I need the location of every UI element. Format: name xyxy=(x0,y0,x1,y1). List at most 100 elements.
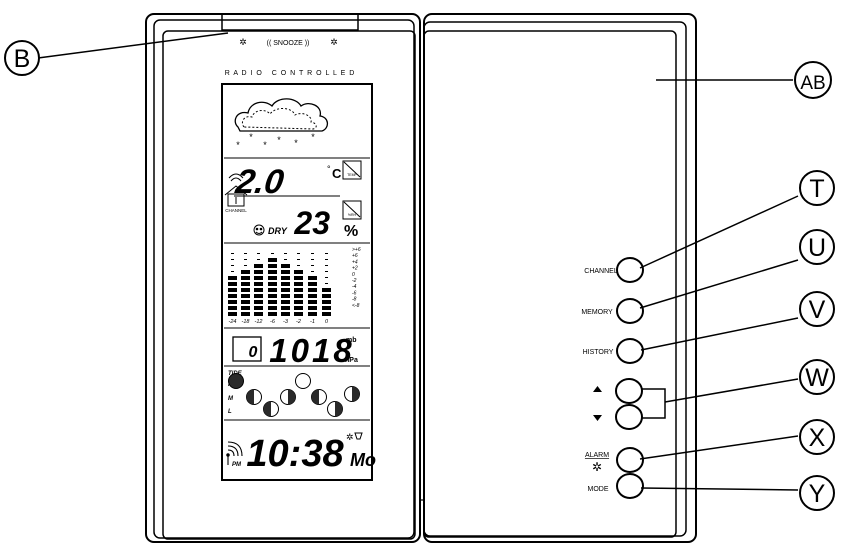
pressure-history-x-label: -18 xyxy=(242,319,251,325)
pressure-bar-segment xyxy=(322,288,331,292)
pressure-bar-segment xyxy=(281,288,290,292)
time-value: 10:38 xyxy=(246,433,344,475)
pressure-bar-segment xyxy=(281,306,290,310)
pressure-unit-hpa: hPa xyxy=(345,357,358,364)
alarm-button[interactable] xyxy=(616,447,644,473)
pressure-bar-tick xyxy=(244,265,247,266)
pressure-scale-labels: >+6+6+4+20-2-4-6-8<-8 xyxy=(352,247,361,309)
history-button-label: HISTORY xyxy=(583,349,614,356)
memory-indicator: 0 xyxy=(232,336,262,362)
pressure-scale-label: 0 xyxy=(352,272,355,278)
pressure-bar-tick xyxy=(325,283,328,284)
pressure-bar-segment xyxy=(281,264,290,268)
callout-w xyxy=(799,359,835,395)
memory-button-label: MEMORY xyxy=(581,309,613,316)
memory-button[interactable] xyxy=(616,298,644,324)
svg-text:*: * xyxy=(249,132,253,142)
up-arrow-icon xyxy=(593,386,602,392)
alarm-indicator-icon: ✲ xyxy=(346,432,354,442)
pressure-bar-segment xyxy=(308,276,317,280)
pressure-bar-segment xyxy=(308,306,317,310)
pressure-bar-segment xyxy=(228,306,237,310)
pressure-bar-segment xyxy=(254,306,263,310)
svg-text:*: * xyxy=(236,140,240,150)
pressure-bar-segment xyxy=(268,258,277,262)
moon-phase-icon xyxy=(280,389,296,405)
up-button[interactable] xyxy=(615,378,643,404)
pressure-bar-tick xyxy=(231,259,234,260)
temperature-value: 2.0 xyxy=(233,163,287,201)
pressure-bar-segment xyxy=(254,270,263,274)
pressure-bar-segment xyxy=(268,294,277,298)
temp-trend-icon: TEMP xyxy=(342,160,362,180)
history-button[interactable] xyxy=(616,338,644,364)
pressure-history-x-label: -6 xyxy=(270,319,276,325)
mode-button-label: MODE xyxy=(588,486,609,493)
pressure-bar-segment xyxy=(228,276,237,280)
pressure-scale-label: >+6 xyxy=(352,247,361,253)
pressure-bar-segment xyxy=(281,282,290,286)
pressure-bar-tick xyxy=(284,253,287,254)
memory-digit: 0 xyxy=(249,344,258,361)
snowflake-icons: *** *** xyxy=(236,132,315,150)
pressure-bar-segment xyxy=(254,282,263,286)
pressure-bar-segment xyxy=(228,294,237,298)
tide-level-label: M xyxy=(228,396,234,402)
pressure-bar-segment xyxy=(281,312,290,316)
pressure-bar-segment xyxy=(268,270,277,274)
pressure-bar-segment xyxy=(294,276,303,280)
moon-phase-icon xyxy=(327,401,343,417)
pressure-scale-label: +2 xyxy=(352,266,358,272)
pressure-bar-tick xyxy=(284,259,287,260)
moon-phase-icon xyxy=(263,401,279,417)
pressure-history-graph xyxy=(228,253,331,316)
svg-text:*: * xyxy=(263,140,267,150)
pressure-bar-tick xyxy=(244,259,247,260)
comfort-level: DRY xyxy=(268,226,288,236)
pressure-bar-segment xyxy=(281,294,290,298)
lcd-display: *** *** 2.0 C ° TEMP CHANNEL 23 % %RH xyxy=(221,83,376,481)
pressure-bar-tick xyxy=(311,265,314,266)
pressure-bar-tick xyxy=(231,271,234,272)
pressure-bar-segment xyxy=(241,294,250,298)
down-arrow-icon xyxy=(593,415,602,421)
channel-lcd-label: CHANNEL xyxy=(225,208,247,213)
pressure-bar-segment xyxy=(294,288,303,292)
pressure-history-x-label: -1 xyxy=(310,319,315,325)
pressure-bar-segment xyxy=(228,288,237,292)
pressure-scale-label: -8 xyxy=(352,297,357,303)
pressure-bar-tick xyxy=(297,265,300,266)
pressure-bar-segment xyxy=(254,264,263,268)
down-button[interactable] xyxy=(615,404,643,430)
pressure-bar-tick xyxy=(297,259,300,260)
pressure-bar-segment xyxy=(241,288,250,292)
left-housing xyxy=(145,13,421,543)
pressure-bar-segment xyxy=(241,306,250,310)
pressure-bar-segment xyxy=(228,312,237,316)
pressure-scale-label: -4 xyxy=(352,284,357,290)
pressure-bar-segment xyxy=(308,312,317,316)
pressure-bar-tick xyxy=(257,253,260,254)
pm-indicator: PM xyxy=(232,462,242,468)
humidity-unit: % xyxy=(344,223,358,240)
humidity-trend-icon: %RH xyxy=(342,200,362,220)
bell-icon xyxy=(354,432,363,440)
pressure-bar-segment xyxy=(268,312,277,316)
callout-y xyxy=(799,475,835,511)
mode-button[interactable] xyxy=(616,473,644,499)
pressure-bar-segment xyxy=(241,282,250,286)
cloud-icon xyxy=(234,98,329,132)
pressure-bar-segment xyxy=(268,276,277,280)
pressure-bar-segment xyxy=(241,312,250,316)
svg-text:%RH: %RH xyxy=(348,213,357,217)
pressure-bar-segment xyxy=(268,306,277,310)
pressure-history-x-label: -12 xyxy=(255,319,263,325)
pressure-bar-tick xyxy=(311,271,314,272)
moon-phase-icon xyxy=(295,373,311,389)
channel-button[interactable] xyxy=(616,257,644,283)
snooze-label: ✲ (( SNOOZE )) ✲ xyxy=(239,37,338,47)
pressure-bar-segment xyxy=(228,300,237,304)
svg-text:*: * xyxy=(277,135,281,145)
